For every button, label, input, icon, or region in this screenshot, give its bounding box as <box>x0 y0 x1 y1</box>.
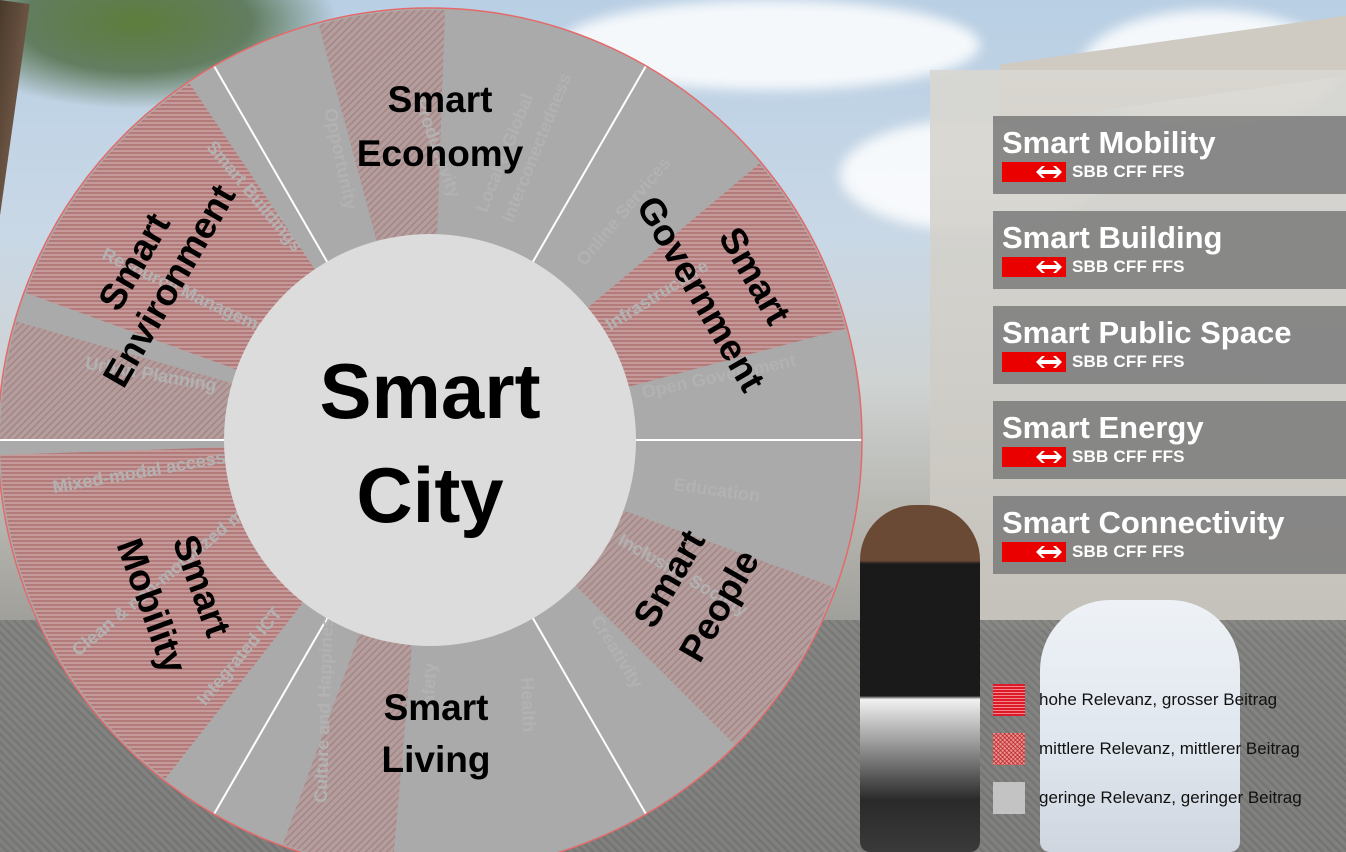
center-title-line2: City <box>356 451 503 539</box>
segment-title-living: Smart <box>384 687 489 728</box>
legend-label: geringe Relevanz, geringer Beitrag <box>1039 788 1302 807</box>
sbb-logo: SBB CFF FFS <box>1002 352 1346 372</box>
legend-item-low: geringe Relevanz, geringer Beitrag <box>993 782 1346 814</box>
sbb-arrow-icon <box>1002 352 1066 372</box>
brand-card-smart-energy: Smart Energy SBB CFF FFS <box>993 401 1346 479</box>
sbb-arrow-icon <box>1002 447 1066 467</box>
relevance-legend: hohe Relevanz, grosser Beitrag mittlere … <box>993 684 1346 831</box>
sbb-logo-text: SBB CFF FFS <box>1072 162 1185 181</box>
sbb-arrow-icon <box>1002 257 1066 277</box>
background-building-roof <box>1000 15 1346 125</box>
brand-card-smart-connectivity: Smart Connectivity SBB CFF FFS <box>993 496 1346 574</box>
legend-swatch-high <box>993 684 1025 716</box>
legend-swatch-medium <box>993 733 1025 765</box>
wheel-center-circle <box>224 234 636 646</box>
sbb-logo: SBB CFF FFS <box>1002 542 1346 562</box>
sbb-arrow-icon <box>1002 162 1066 182</box>
segment-title-economy: Economy <box>357 133 524 174</box>
sbb-logo: SBB CFF FFS <box>1002 447 1346 467</box>
segment-title-economy: Smart <box>388 79 493 120</box>
brand-card-title: Smart Building <box>1002 220 1223 255</box>
brand-card-title: Smart Public Space <box>1002 315 1292 350</box>
segment-sublabel: Health <box>517 677 539 733</box>
brand-card-smart-building: Smart Building SBB CFF FFS <box>993 211 1346 289</box>
sbb-logo-text: SBB CFF FFS <box>1072 447 1185 466</box>
brand-card-title: Smart Connectivity <box>1002 505 1285 540</box>
brand-card-smart-public-space: Smart Public Space SBB CFF FFS <box>993 306 1346 384</box>
segment-title-living: Living <box>382 739 491 780</box>
brand-card-list: Smart Mobility SBB CFF FFS Smart Buildin… <box>993 116 1346 591</box>
sbb-logo: SBB CFF FFS <box>1002 257 1346 277</box>
segment-sublabel: Safety <box>418 662 440 717</box>
wheel-rim <box>0 7 863 852</box>
brand-card-smart-mobility: Smart Mobility SBB CFF FFS <box>993 116 1346 194</box>
brand-card-title: Smart Energy <box>1002 410 1204 445</box>
legend-item-high: hohe Relevanz, grosser Beitrag <box>993 684 1346 716</box>
sbb-logo-text: SBB CFF FFS <box>1072 257 1185 276</box>
legend-item-medium: mittlere Relevanz, mittlerer Beitrag <box>993 733 1346 765</box>
brand-card-title: Smart Mobility <box>1002 125 1216 160</box>
legend-label: hohe Relevanz, grosser Beitrag <box>1039 690 1278 709</box>
sbb-logo-text: SBB CFF FFS <box>1072 352 1185 371</box>
legend-label: mittlere Relevanz, mittlerer Beitrag <box>1039 739 1300 758</box>
background-cloud <box>1080 10 1340 130</box>
background-pedestrian <box>860 505 980 852</box>
sbb-logo-text: SBB CFF FFS <box>1072 542 1185 561</box>
sbb-logo: SBB CFF FFS <box>1002 162 1346 182</box>
sbb-arrow-icon <box>1002 542 1066 562</box>
center-title-line1: Smart <box>319 347 540 435</box>
legend-swatch-low <box>993 782 1025 814</box>
